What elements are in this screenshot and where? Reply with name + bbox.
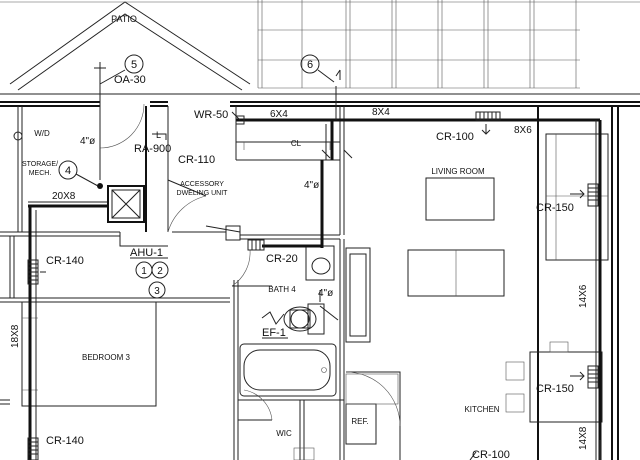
register-wr50 [231,111,245,125]
tag-cr110: CR-110 [178,154,215,166]
equip-fan: EF-1 [262,327,286,339]
ahu-unit [107,185,168,247]
room-kitchen: KITCHEN [464,405,499,414]
registers [27,111,601,460]
callout-6: 6 [300,54,335,83]
room-adu-line2: DWELING UNIT [177,190,229,197]
equip-ahu: AHU-1 [130,247,163,259]
callout-4: 4 [58,160,99,187]
fan-ef1 [261,309,311,329]
room-closet: CL [291,139,302,148]
room-bedroom: BEDROOM 3 [82,353,131,362]
room-wd: W/D [34,129,50,138]
size-8x4: 8X4 [372,107,390,118]
tag-ra: RA-900 [134,143,171,155]
room-adu-line1: ACCESSORY [180,181,224,188]
ductwork [28,62,602,460]
stair-treads [257,0,580,89]
svg-text:1: 1 [141,266,147,277]
svg-text:2: 2 [157,266,163,277]
svg-text:3: 3 [154,286,160,297]
size-4dia-c: 4"ø [318,288,333,299]
register-ra900 [152,133,167,140]
wd-symbol [13,131,23,141]
callout-2: 2 [151,261,169,279]
register-cr20 [247,239,265,251]
svg-text:6: 6 [307,59,313,71]
tag-cr20: CR-20 [266,253,298,265]
size-18x8: 18X8 [10,324,21,348]
room-living: LIVING ROOM [431,167,485,176]
tag-cr150-top: CR-150 [536,202,574,214]
patio-label: PATIO [111,14,137,24]
room-fridge: REF. [351,417,368,426]
tag-cr140-top: CR-140 [46,255,84,267]
tag-l: L [156,130,161,140]
size-4dia-b: 4"ø [304,180,319,191]
size-4dia-a: 4"ø [80,136,95,147]
doors [99,103,401,460]
callout-3: 3 [148,281,166,299]
register-cr100-top [475,111,501,135]
register-cr150-top [570,183,599,207]
tag-cr100-top: CR-100 [436,131,474,143]
size-20x8: 20X8 [52,191,76,202]
svg-text:5: 5 [131,59,137,71]
register-cr140-top [27,259,46,285]
room-bath: BATH 4 [268,285,296,294]
svg-text:4: 4 [65,165,71,177]
room-wic: WIC [276,429,292,438]
patio-roof [0,1,640,95]
tag-cr150-bottom: CR-150 [536,383,574,395]
tag-oa: OA-30 [114,74,146,86]
size-14x8: 14X8 [578,426,589,450]
size-14x6: 14X6 [578,284,589,308]
callouts: 5 6 4 1 2 3 [13,54,335,299]
tag-cr140-bottom: CR-140 [46,435,84,447]
callout-5: 5 [99,54,144,85]
furniture [21,133,609,460]
size-8x6: 8X6 [514,125,532,136]
room-storage-line1: STORAGE/ [22,161,58,168]
size-6x4: 6X4 [270,109,288,120]
register-cr140-bottom [27,437,39,460]
callout-1: 1 [135,261,153,279]
tag-cr100-bottom: CR-100 [472,449,510,460]
tag-wr: WR-50 [194,109,228,121]
register-cr150-bottom [570,365,599,389]
room-storage-line2: MECH. [29,170,52,177]
